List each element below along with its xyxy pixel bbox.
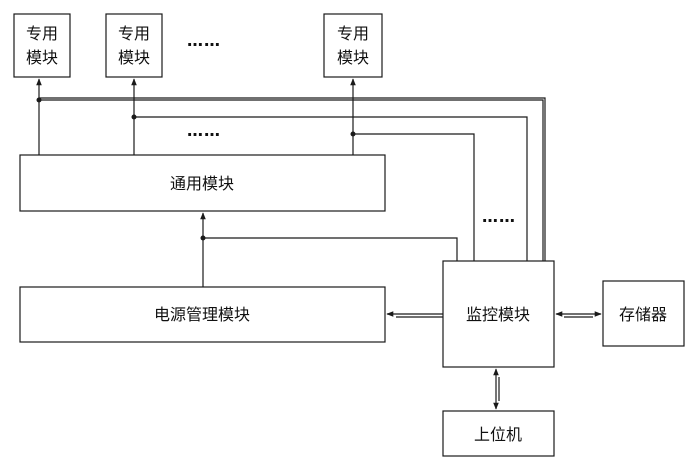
general-module-label: 通用模块: [170, 174, 234, 193]
dedicated-module-n-label-line2: 模块: [337, 48, 369, 67]
dedicated-module-n-label-line1: 专用: [337, 24, 369, 43]
junction-dedicated-1: [36, 97, 42, 103]
storage-label: 存储器: [619, 305, 667, 324]
junction-dedicated-2: [131, 114, 137, 120]
control-line-dedicated-2: [134, 116, 528, 261]
dedicated-module-2-label-line1: 专用: [118, 24, 150, 43]
storage: 存储器: [602, 280, 685, 347]
dedicated-module-1-label-line1: 专用: [26, 24, 58, 43]
dedicated-module-2-label-line2: 模块: [118, 48, 150, 67]
power-management-module: 电源管理模块: [19, 286, 386, 343]
ellipsis-dedicated-modules: ……: [187, 31, 221, 50]
dedicated-module-1: 专用 模块: [13, 13, 71, 78]
control-line-dedicated-n: [353, 133, 475, 261]
host-computer: 上位机: [442, 410, 555, 457]
dedicated-module-1-label-line2: 模块: [26, 48, 58, 67]
general-module: 通用模块: [19, 154, 386, 212]
power-management-module-label: 电源管理模块: [154, 305, 250, 324]
control-line-general: [203, 237, 458, 261]
host-computer-label: 上位机: [474, 425, 522, 444]
control-line-dedicated-1: [39, 99, 544, 261]
dedicated-module-n: 专用 模块: [323, 13, 383, 78]
monitor-module-label: 监控模块: [466, 305, 530, 324]
control-line-dedicated-1-outer: [39, 97, 546, 261]
dedicated-module-2: 专用 模块: [105, 13, 163, 78]
ellipsis-bus-lines: ……: [187, 121, 221, 140]
junction-dedicated-n: [350, 131, 356, 137]
monitor-module: 监控模块: [442, 260, 555, 368]
ellipsis-monitor-lines: ……: [482, 207, 516, 226]
